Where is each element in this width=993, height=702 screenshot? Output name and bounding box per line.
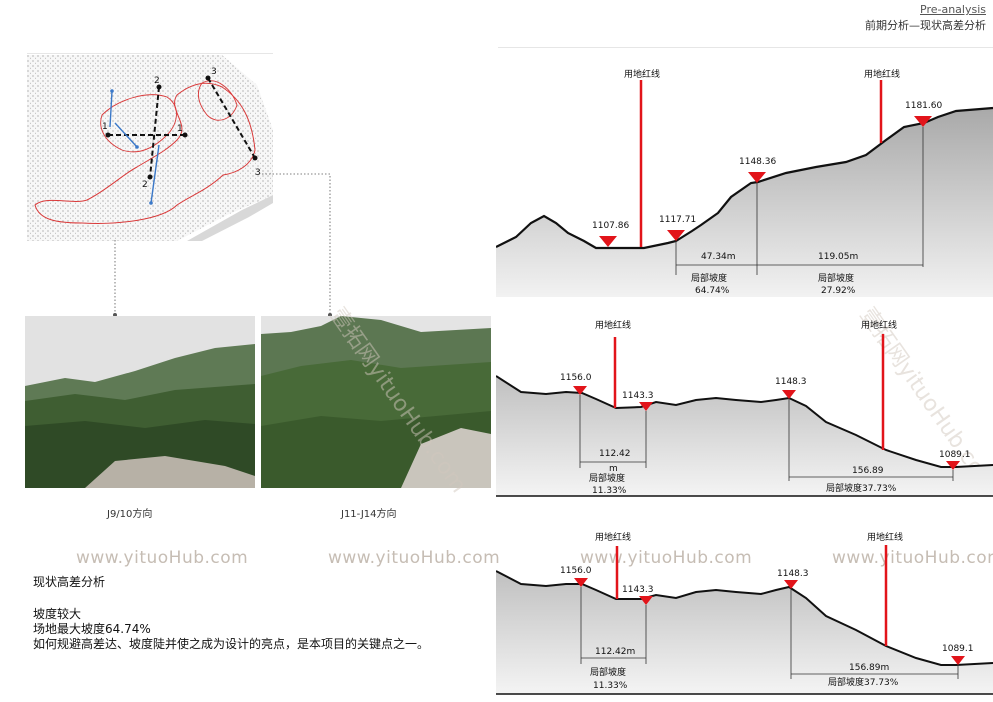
- red-line-label: 用地红线: [864, 68, 900, 80]
- distance-unit: m: [609, 464, 618, 474]
- section-label: 2: [142, 180, 148, 190]
- red-line-label: 用地红线: [624, 68, 660, 80]
- elevation-marker: [599, 236, 617, 247]
- photo-caption-2: J11-J14方向: [341, 509, 397, 520]
- leader-line-photo-2: [255, 173, 331, 315]
- elevation-marker: [914, 116, 932, 127]
- watermark: www.yituoHub.com: [76, 548, 249, 568]
- elevation-label: 1143.3: [622, 391, 654, 401]
- site-boundary: [34, 82, 256, 224]
- slope-label: 局部坡度: [691, 272, 727, 284]
- elevation-label: 1148.3: [777, 569, 809, 579]
- section-label: 3: [211, 67, 217, 77]
- header-title-cn: 前期分析—现状高差分析: [865, 19, 986, 32]
- slope-label: 局部坡度37.73%: [826, 482, 897, 494]
- site-photo-1: [25, 316, 255, 488]
- watermark: www.yituoHub.com: [832, 548, 993, 568]
- section-point: [147, 174, 153, 180]
- site-photo-2: [261, 316, 491, 488]
- elevation-label: 1181.60: [905, 101, 942, 111]
- elevation-label: 1143.3: [622, 585, 654, 595]
- header-title-en: Pre-analysis: [920, 3, 986, 16]
- elevation-label: 1089.1: [942, 644, 974, 654]
- elevation-marker: [639, 402, 653, 411]
- red-line-label: 用地红线: [867, 531, 903, 543]
- elevation-marker: [951, 656, 965, 665]
- site-boundary-east: [197, 80, 238, 121]
- elevation-marker: [667, 230, 685, 241]
- elevation-label: 1107.86: [592, 221, 629, 231]
- section-label: 1: [102, 122, 108, 132]
- site-map: 1 1 2 2 3 3: [27, 55, 273, 241]
- view-point: [135, 145, 139, 149]
- terrain-section: [496, 376, 993, 496]
- section-label: 1: [177, 124, 183, 134]
- view-line-b: [114, 122, 138, 148]
- slope-value: 64.74%: [695, 286, 730, 296]
- slope-label: 局部坡度: [590, 666, 626, 678]
- watermark: www.yituoHub.com: [580, 548, 753, 568]
- elevation-label: 1156.0: [560, 373, 592, 383]
- distance-label: 112.42m: [595, 647, 635, 657]
- elevation-label: 1148.36: [739, 157, 776, 167]
- distance-label: 119.05m: [818, 252, 858, 262]
- section-label: 2: [154, 76, 160, 86]
- section-label: 3: [255, 168, 261, 178]
- analysis-heading: 现状高差分析: [33, 575, 106, 589]
- section-point: [182, 132, 188, 138]
- analysis-line-3: 如何规避高差达、坡度陡并使之成为设计的亮点，是本项目的关键点之一。: [33, 637, 430, 651]
- header-divider: [498, 47, 993, 48]
- slope-value: 11.33%: [593, 681, 628, 691]
- section-point: [105, 132, 111, 138]
- slope-value: 11.33%: [592, 486, 627, 496]
- distance-label: 112.42: [599, 449, 631, 459]
- distance-label: 47.34m: [701, 252, 736, 262]
- slope-value: 27.92%: [821, 286, 856, 296]
- view-point: [110, 89, 114, 93]
- distance-label: 156.89: [852, 466, 884, 476]
- section-point: [205, 75, 211, 81]
- elevation-marker: [782, 390, 796, 399]
- map-top-divider: [27, 53, 273, 54]
- elevation-marker: [946, 461, 960, 470]
- elevation-profile-3: 用地红线 用地红线 1156.0 1143.3 1148.3 1089.1 11…: [496, 531, 993, 695]
- road-band: [187, 195, 273, 241]
- elevation-profile-2: 用地红线 用地红线 1156.0 1143.3 1148.3 1089.1 11…: [496, 319, 993, 497]
- slope-label: 局部坡度37.73%: [828, 676, 899, 688]
- elevation-label: 1148.3: [775, 377, 807, 387]
- analysis-line-1: 坡度较大: [33, 607, 82, 621]
- terrain-section: [496, 571, 993, 694]
- red-line-label: 用地红线: [861, 319, 897, 331]
- elevation-marker: [748, 172, 766, 183]
- section-point: [252, 155, 258, 161]
- elevation-profile-1: 用地红线 用地红线 1107.86 1117.71 1148.36 1181.6…: [496, 68, 993, 297]
- red-line-label: 用地红线: [595, 531, 631, 543]
- red-line-label: 用地红线: [595, 319, 631, 331]
- terrain-section: [496, 108, 993, 297]
- section-point: [156, 84, 162, 90]
- view-point: [149, 201, 153, 205]
- slope-label: 局部坡度: [589, 472, 625, 484]
- slope-label: 局部坡度: [818, 272, 854, 284]
- terrain-outline: [496, 106, 993, 250]
- elevation-marker: [639, 596, 653, 605]
- view-line-c: [150, 144, 160, 204]
- distance-label: 156.89m: [849, 663, 889, 673]
- view-line-a: [109, 90, 113, 128]
- watermark: www.yituoHub.com: [328, 548, 501, 568]
- analysis-line-2: 场地最大坡度64.74%: [33, 622, 151, 636]
- elevation-label: 1156.0: [560, 566, 592, 576]
- elevation-marker: [784, 580, 798, 589]
- section-line-2: [149, 86, 160, 178]
- elevation-marker: [573, 386, 587, 395]
- elevation-label: 1117.71: [659, 215, 696, 225]
- elevation-marker: [574, 578, 588, 587]
- photo-caption-1: J9/10方向: [107, 509, 153, 520]
- elevation-label: 1089.1: [939, 450, 971, 460]
